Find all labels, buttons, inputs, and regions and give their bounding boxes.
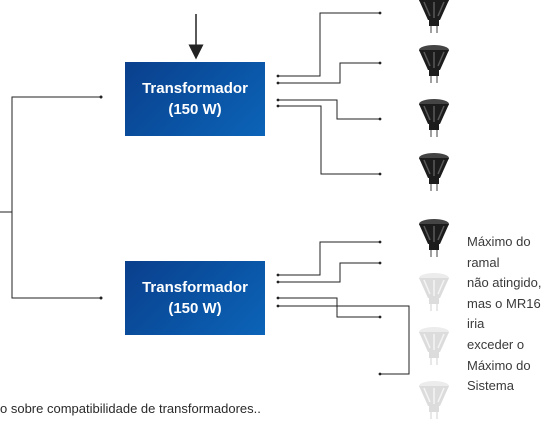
mr16-lamp-icon (419, 99, 449, 137)
main-feed-line (0, 96, 101, 213)
mr16-lamp-icon (419, 45, 449, 83)
mr16-lamp-icon (419, 219, 449, 257)
note-line: ramal (467, 254, 500, 270)
note-line: não atingido, (467, 275, 542, 291)
limit-note: Máximo do ramal não atingido, mas o MR16… (467, 232, 558, 397)
note-line: Máximo do (467, 357, 531, 373)
transformer-rating: (150 W) (168, 101, 222, 118)
mr16-lamp-icon (419, 381, 449, 419)
transformer-label: Transformador (142, 80, 248, 97)
mr16-lamp-icon (419, 0, 449, 33)
transformer-label: Transformador (142, 279, 248, 296)
note-line: exceder o (467, 336, 525, 352)
note-line: iria (467, 316, 485, 332)
note-line: Sistema (467, 378, 514, 394)
transformer-rating: (150 W) (168, 300, 222, 317)
note-line: mas o MR16 (467, 295, 541, 311)
main-feed-line-2 (11, 212, 101, 299)
transformer-box-2: Transformador (150 W) (125, 261, 265, 335)
caption-text: o sobre compatibilidade de transformador… (0, 401, 261, 416)
mr16-lamp-icon (419, 327, 449, 365)
branch-wires-1 (278, 12, 380, 175)
mr16-lamp-icon (419, 153, 449, 191)
note-line: Máximo do (467, 234, 531, 249)
branch-wires-2 (278, 241, 410, 375)
mr16-lamp-icon (419, 273, 449, 311)
transformer-box-1: Transformador (150 W) (125, 62, 265, 136)
